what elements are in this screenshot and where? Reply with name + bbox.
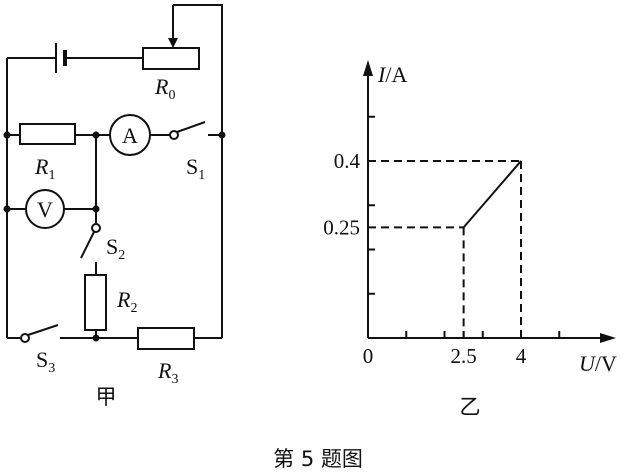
label-R0: R0 bbox=[154, 74, 175, 103]
ammeter-label: A bbox=[122, 123, 138, 148]
switch-S2-pivot bbox=[91, 223, 101, 233]
voltmeter bbox=[25, 189, 65, 229]
y-axis-arrow-icon bbox=[363, 60, 373, 76]
circuit-diagram: A V R0 R1 S1 S2 R2 S3 R3 甲 bbox=[3, 4, 226, 409]
junction-node bbox=[92, 205, 100, 213]
y-axis-label: I/A bbox=[377, 62, 407, 87]
label-R3: R3 bbox=[157, 358, 178, 387]
x-tick-label: 4 bbox=[516, 344, 527, 368]
rheostat-R0 bbox=[142, 47, 200, 70]
circuit-caption: 甲 bbox=[96, 385, 117, 409]
x-axis-arrow-icon bbox=[600, 333, 616, 343]
switch-S2-lever[interactable] bbox=[80, 231, 95, 259]
slider-arrow-icon bbox=[168, 38, 178, 48]
junction-node bbox=[3, 205, 11, 213]
junction-node bbox=[3, 131, 11, 139]
label-S2: S2 bbox=[106, 234, 125, 263]
label-R2: R2 bbox=[116, 287, 137, 316]
switch-S1-pivot bbox=[169, 130, 179, 140]
iu-graph: 2.5 0.25 4 0.4 I/A U/V 0 乙 bbox=[323, 60, 617, 419]
iu-line bbox=[462, 160, 522, 229]
label-S3: S3 bbox=[36, 347, 55, 376]
wire-right bbox=[173, 4, 223, 338]
junction-node bbox=[92, 131, 100, 139]
switch-S3-lever[interactable] bbox=[27, 324, 59, 336]
ammeter bbox=[109, 114, 151, 156]
origin-label: 0 bbox=[363, 344, 374, 368]
switch-S3-pivot bbox=[20, 333, 30, 343]
x-axis-label: U/V bbox=[579, 351, 617, 376]
figure-caption: 第 5 题图 bbox=[273, 447, 363, 471]
switch-S1-lever[interactable] bbox=[176, 121, 206, 133]
x-tick-label: 2.5 bbox=[451, 344, 477, 368]
label-S1: S1 bbox=[186, 154, 205, 183]
y-tick-label: 0.4 bbox=[334, 149, 361, 173]
y-tick-label: 0.25 bbox=[323, 215, 360, 239]
voltmeter-label: V bbox=[37, 197, 53, 222]
junction-node bbox=[218, 131, 226, 139]
resistor-R2 bbox=[84, 274, 107, 331]
resistor-R3 bbox=[137, 327, 195, 350]
label-R1: R1 bbox=[34, 154, 55, 183]
resistor-R1 bbox=[19, 123, 76, 145]
graph-caption: 乙 bbox=[460, 395, 481, 419]
junction-node bbox=[92, 334, 100, 342]
